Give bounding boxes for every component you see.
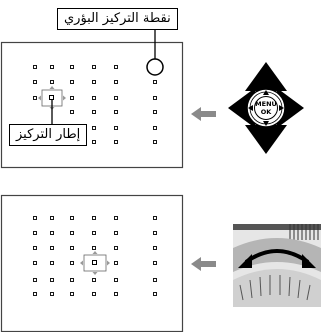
focus-point (114, 231, 118, 235)
selector-arrow-down (245, 125, 287, 154)
focus-point (153, 110, 157, 114)
focus-point (70, 110, 74, 114)
focus-point (70, 96, 74, 100)
focus-point (114, 261, 118, 265)
frame-direction-arrows (80, 251, 110, 275)
focus-point (114, 96, 118, 100)
focus-point (33, 278, 37, 282)
focus-point (92, 216, 96, 220)
focus-point (50, 80, 54, 84)
focus-frame-box (83, 254, 107, 272)
focus-point (70, 278, 74, 282)
frame-direction-arrows (38, 86, 66, 110)
focus-point (50, 216, 54, 220)
focus-point (153, 231, 157, 235)
focus-point (70, 246, 74, 250)
focus-point (92, 140, 96, 144)
focus-point (153, 216, 157, 220)
focus-point (70, 80, 74, 84)
focus-point (153, 126, 157, 130)
focus-point (92, 126, 96, 130)
focus-point (50, 65, 54, 69)
focus-point (70, 65, 74, 69)
focus-point (92, 246, 96, 250)
focus-point (33, 231, 37, 235)
focus-point (50, 246, 54, 250)
focus-point (70, 216, 74, 220)
focus-point (92, 96, 96, 100)
focus-point (153, 261, 157, 265)
focus-point (92, 65, 96, 69)
focus-point (153, 278, 157, 282)
focus-point (50, 292, 54, 296)
focus-point (33, 65, 37, 69)
command-dial-icon (233, 224, 321, 307)
focus-point (114, 278, 118, 282)
viewfinder-frame (0, 41, 184, 169)
focus-point (92, 110, 96, 114)
focus-point (114, 216, 118, 220)
focus-point (114, 126, 118, 130)
menu-ok-label-1: MENU (255, 100, 277, 108)
focus-point (153, 140, 157, 144)
selector-arrow-left (228, 88, 255, 128)
multi-selector-icon: MENU OK (228, 62, 304, 154)
focus-point-grid (33, 216, 157, 296)
viewfinder-top (0, 30, 184, 169)
focus-point (33, 96, 37, 100)
viewfinder-bottom (0, 194, 184, 332)
focus-point-grid (33, 65, 157, 144)
focus-point (153, 246, 157, 250)
focus-point (92, 231, 96, 235)
menu-ok-button (254, 96, 278, 120)
focus-point (50, 278, 54, 282)
focus-point (92, 278, 96, 282)
focus-point (70, 231, 74, 235)
focus-point (50, 261, 54, 265)
focus-point (114, 292, 118, 296)
focus-point (33, 292, 37, 296)
focus-point (114, 140, 118, 144)
focus-point (92, 80, 96, 84)
focus-point (70, 261, 74, 265)
selector-arrow-up (245, 62, 287, 91)
focus-point (33, 261, 37, 265)
focus-point-callout: نقطة التركيز البؤري (57, 8, 178, 30)
focus-point (114, 65, 118, 69)
focus-point (33, 216, 37, 220)
focus-point (153, 96, 157, 100)
focus-point (33, 246, 37, 250)
focus-point (70, 292, 74, 296)
focus-point (114, 246, 118, 250)
focus-point (92, 292, 96, 296)
focus-point (114, 110, 118, 114)
focus-point (153, 80, 157, 84)
left-arrow-icon (191, 257, 216, 271)
focus-point (33, 80, 37, 84)
focus-point (50, 231, 54, 235)
menu-ok-label-2: OK (261, 108, 273, 116)
focus-point (114, 80, 118, 84)
selector-arrow-right (277, 88, 304, 128)
focus-point-active (92, 260, 97, 265)
focus-frame-callout: إطار التركيز (9, 124, 88, 146)
left-arrow-icon (191, 107, 216, 121)
focus-point (153, 292, 157, 296)
